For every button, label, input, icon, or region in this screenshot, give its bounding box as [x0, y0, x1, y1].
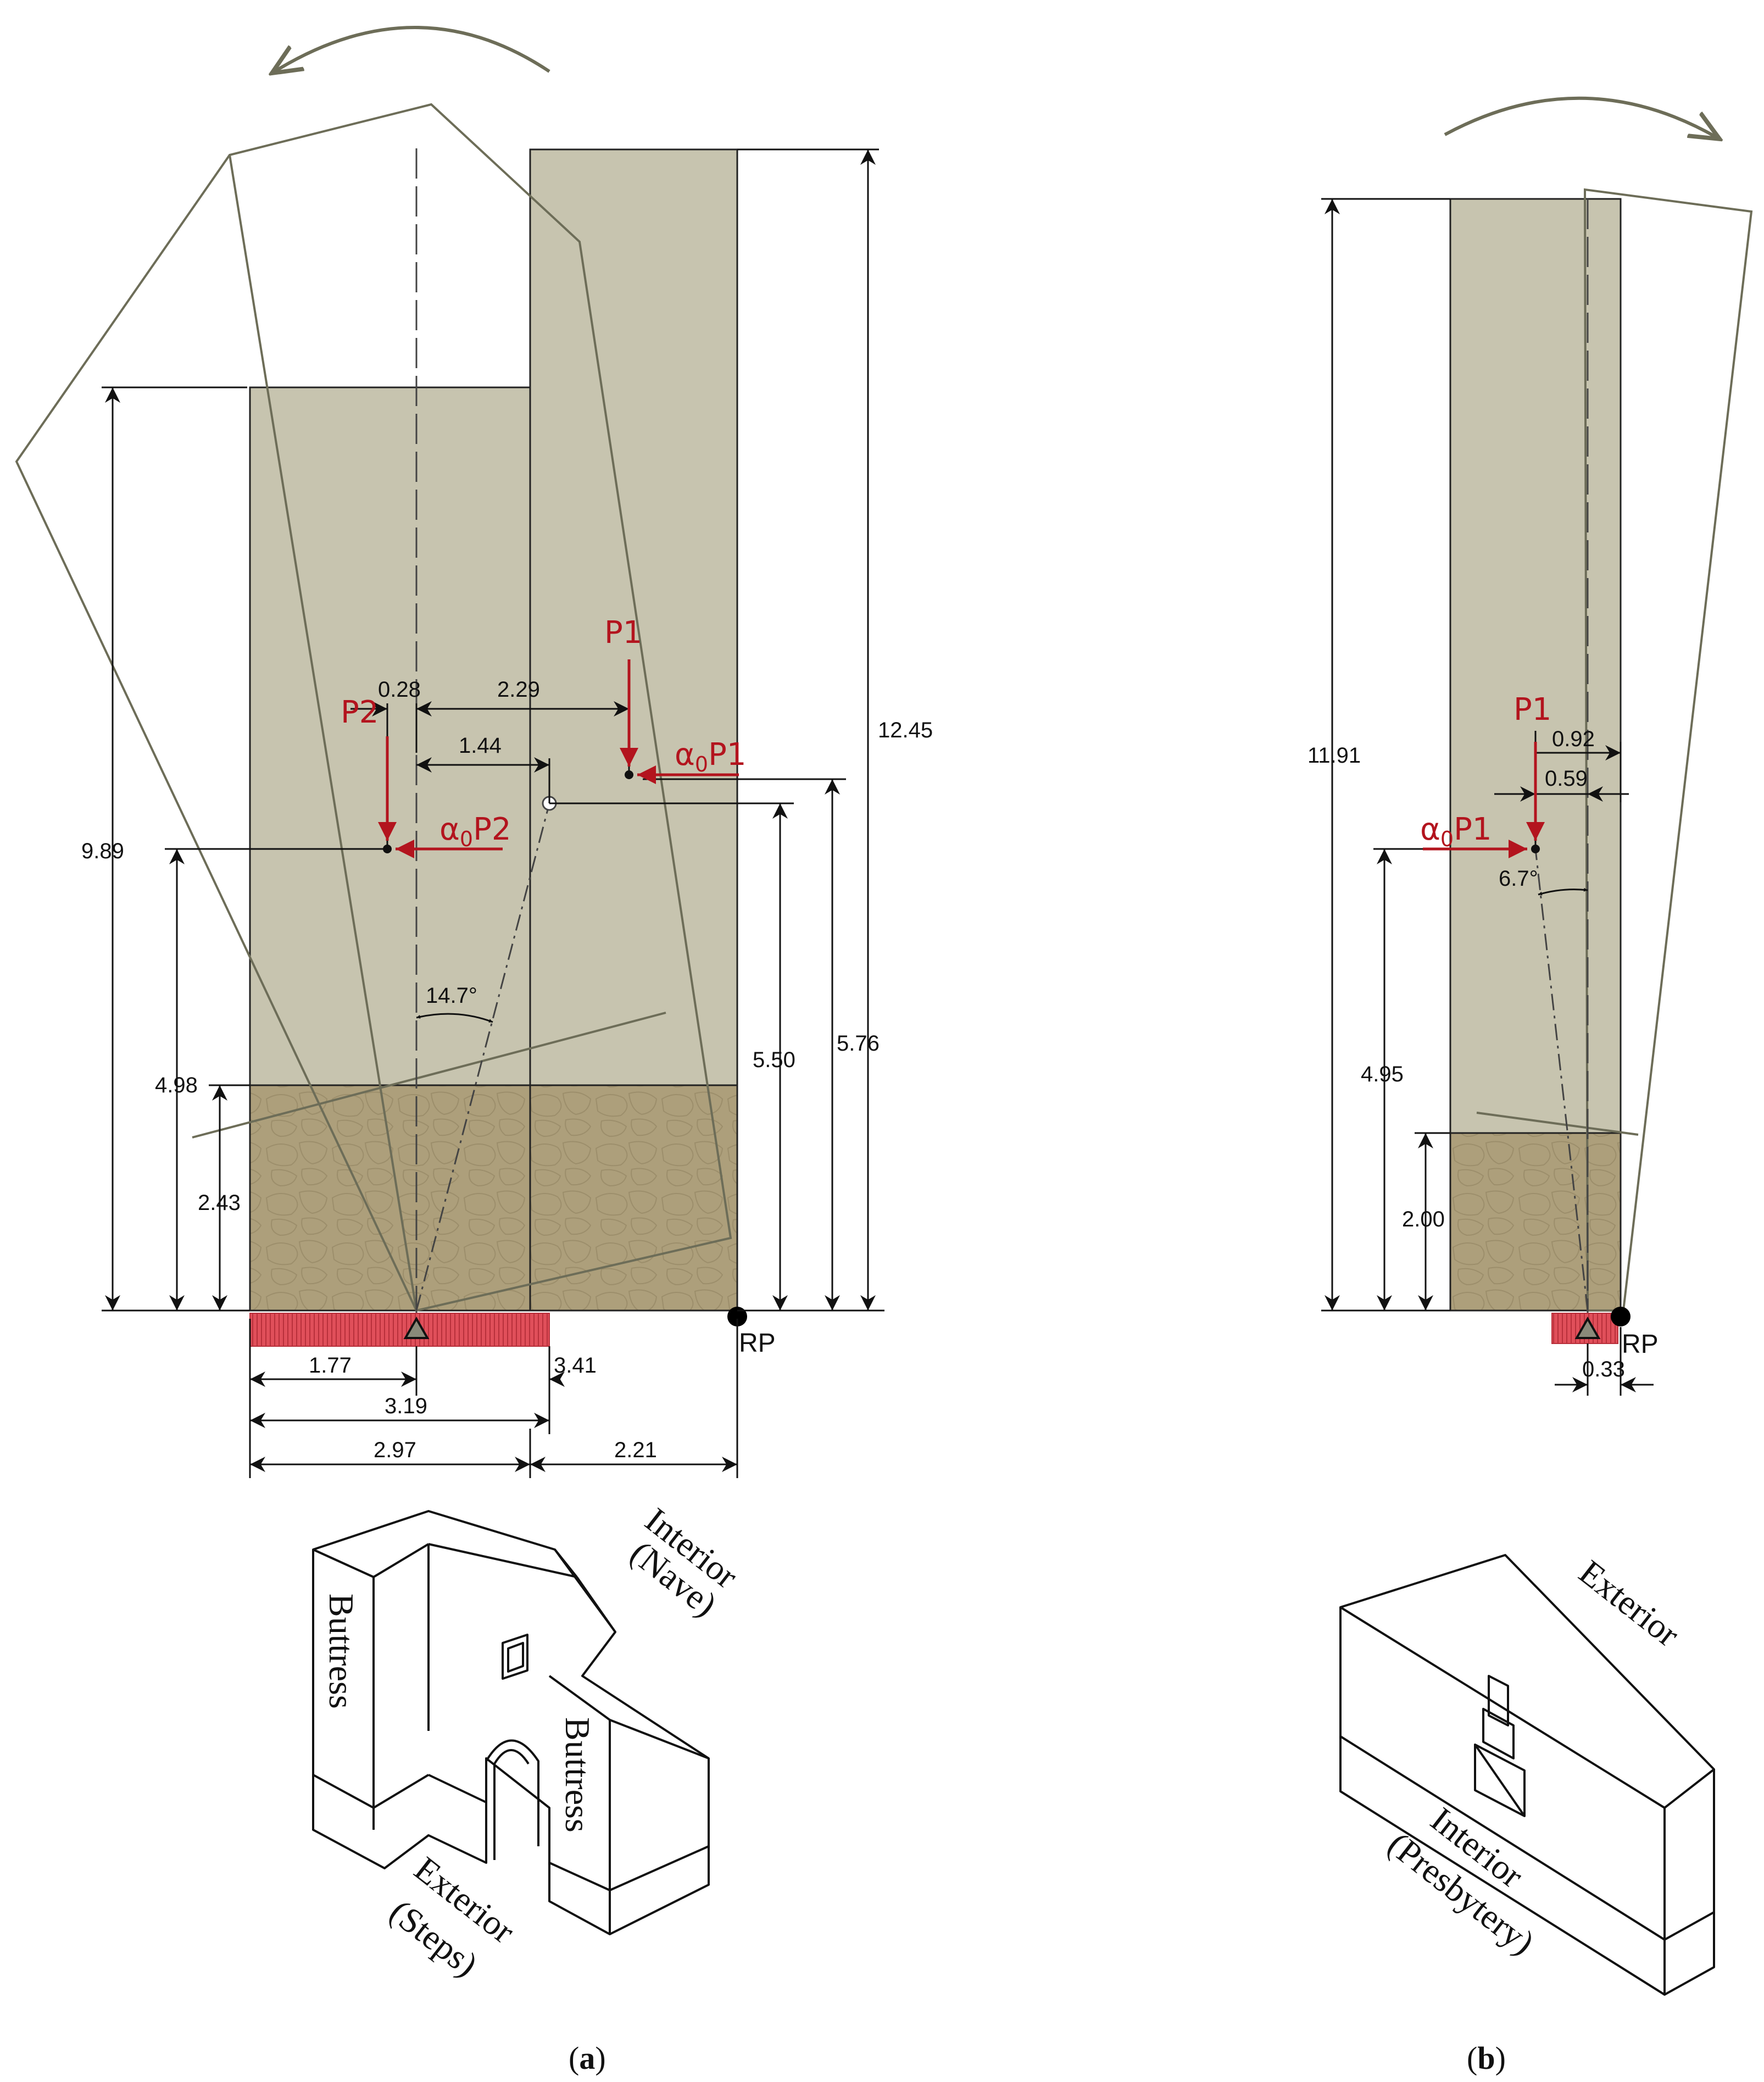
panel-a: 14.7° RP 12.45 5.76 5.50 9.89: [15, 26, 933, 2076]
pivot-triangle-b: [1574, 1316, 1601, 1339]
pivot-triangle-a: [403, 1316, 430, 1339]
masonry-base-b: [1449, 1132, 1622, 1312]
panel-b: 6.7° RP 11.91 4.95 2.00 0.92 0.59: [1307, 96, 1753, 2076]
iso-label-buttress-right: Buttress: [558, 1717, 597, 1833]
force-a0p2-label-a: α0P2: [439, 812, 511, 851]
dim-p1-offset-a: 2.29: [497, 678, 540, 702]
masonry-base: [249, 1084, 738, 1312]
dim-p2-height-a: 4.98: [155, 1073, 198, 1097]
hinge-line-b: [1534, 848, 1589, 1311]
buttress-upper-block: [249, 386, 531, 1086]
dim-wall-width-a: 2.21: [614, 1438, 657, 1462]
angle-label-a: 14.7°: [426, 984, 477, 1008]
dim-buttress-height-a: 9.89: [81, 839, 124, 863]
rotated-ghost-outline-a: [15, 103, 732, 1312]
dim-pivot-left-a: 1.77: [309, 1353, 352, 1378]
reference-point-b: [1611, 1307, 1631, 1326]
iso-label-exterior-b: Exterior: [1572, 1552, 1687, 1654]
dim-buttress-width-a: 2.97: [374, 1438, 416, 1462]
dim-pivot-width-b: 0.33: [1582, 1357, 1625, 1381]
reference-point-label-a: RP: [739, 1329, 776, 1358]
isometric-sketch-b: [1339, 1554, 1715, 1996]
rotation-arrow-b: [1444, 96, 1717, 137]
force-a0p1-label-a: α0P1: [675, 737, 747, 776]
angle-arc-b: [1538, 887, 1588, 896]
dim-hinge-height-a: 5.50: [753, 1048, 795, 1072]
caption-b: (b): [1467, 2040, 1506, 2076]
dim-hinge-span-a: 3.19: [385, 1394, 427, 1418]
dim-wall-height-b: 11.91: [1307, 743, 1361, 768]
dim-p2-offset-a: 0.28: [378, 678, 421, 702]
dim-wall-height-a: 12.45: [878, 718, 933, 742]
dim-pivot-right-a: 3.41: [554, 1353, 597, 1378]
reference-point-label-b: RP: [1622, 1330, 1659, 1359]
wall-upper-block: [529, 148, 738, 1086]
compression-zone-a: [249, 1313, 550, 1347]
caption-a: (a): [569, 2040, 606, 2076]
force-p1-label-a: P1: [604, 615, 642, 651]
force-a0p1-label-b: α0P1: [1420, 812, 1492, 851]
dim-p1-offset-outer-b: 0.92: [1552, 727, 1595, 751]
angle-arc-a: [416, 1013, 493, 1023]
rotation-arrow-a: [275, 26, 550, 71]
iso-label-buttress-left: Buttress: [322, 1594, 361, 1709]
isometric-sketch-a: [312, 1510, 710, 1935]
rotated-ghost-outline-b: [1476, 188, 1753, 1312]
force-p1-label-b: P1: [1513, 692, 1551, 728]
angle-label-b: 6.7°: [1499, 867, 1538, 891]
dim-base-height-a: 2.43: [198, 1191, 241, 1215]
force-p2-label-a: P2: [341, 695, 379, 730]
dim-p1-offset-inner-b: 0.59: [1545, 767, 1588, 791]
wall-upper-block-b: [1449, 198, 1622, 1134]
dim-p1-height-b: 4.95: [1361, 1062, 1404, 1086]
hinge-line-a: [415, 803, 550, 1311]
dim-p1-height-a: 5.76: [837, 1031, 880, 1056]
dim-hinge-offset-a: 1.44: [459, 734, 502, 758]
dim-base-height-b: 2.00: [1402, 1207, 1445, 1231]
reference-point-a: [727, 1307, 747, 1326]
